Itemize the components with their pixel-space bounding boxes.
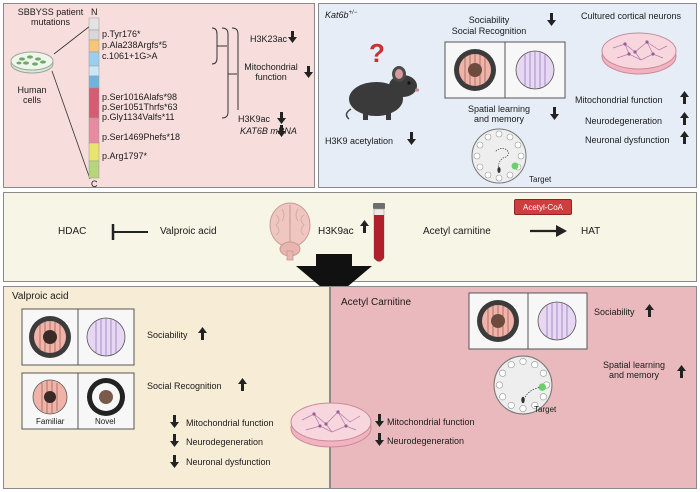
effect-label: Neurodegeneration	[186, 437, 264, 447]
sociability-cage-icon	[468, 292, 588, 350]
sociability-label: Sociability	[147, 330, 188, 340]
panel-title: SBBYSS patient mutations	[8, 7, 93, 27]
h3k9ac-label: H3K9ac	[318, 226, 354, 237]
familiar-label: Familiar	[36, 417, 65, 426]
effect-label: Neuronal dysfunction	[186, 457, 271, 467]
human-cells-label: Human cells	[17, 85, 47, 105]
title-line2: mutations	[30, 17, 71, 27]
up-arrow-icon	[198, 327, 207, 340]
up-arrow-icon	[238, 378, 247, 391]
brain-icon	[269, 202, 311, 261]
question-mark-icon: ?	[369, 38, 385, 68]
down-arrow-icons	[277, 31, 313, 137]
social-recognition-label: Social Recognition	[451, 26, 527, 36]
neuron-dish-icon	[290, 402, 372, 448]
sociability-label: Sociability	[594, 307, 635, 317]
sociability-cage-icon	[21, 308, 135, 366]
sociability-label: Sociability	[468, 15, 510, 25]
novel-label: Novel	[95, 417, 116, 426]
mutation-label: c.1061+1G>A	[102, 51, 158, 61]
activation-arrow-icon	[530, 225, 567, 237]
up-arrow-icon	[645, 304, 654, 317]
neuron-dish-icon	[601, 32, 677, 75]
hdac-label: HDAC	[58, 226, 87, 237]
mutation-label: p.Tyr176*	[102, 29, 141, 39]
h3k23ac-label: H3K23ac	[250, 34, 288, 44]
mito-line2: function	[255, 72, 287, 82]
spatial-line2: and memory	[608, 370, 660, 380]
sociability-cage-icon	[444, 41, 566, 99]
hat-label: HAT	[581, 226, 601, 237]
acetyl-coa-badge: Acetyl-CoA	[514, 199, 572, 215]
neuron-effect-label: Neuronal dysfunction	[585, 135, 670, 145]
mutation-label: p.Ser1469Phefs*18	[102, 132, 181, 142]
neuron-effect-label: Neurodegeneration	[585, 116, 663, 126]
barnes-maze-icon	[493, 355, 553, 415]
neuron-effect-label: Mitochondrial function	[575, 95, 663, 105]
barnes-maze-icon	[471, 128, 527, 184]
effect-label: Mitochondrial function	[186, 418, 274, 428]
spatial-line1: Spatial learning	[467, 104, 531, 114]
grouping-brackets	[211, 27, 239, 119]
down-arrow-icon	[547, 13, 556, 26]
mito-line1: Mitochondrial	[244, 62, 298, 72]
up-arrow-icons	[680, 91, 689, 144]
mutation-label: p.Arg1797*	[102, 151, 148, 161]
kat6b-protein-bar	[88, 17, 100, 179]
mito-function-label: Mitochondrial function	[240, 62, 302, 82]
mutation-label: p.Gly1134Valfs*11	[102, 112, 175, 122]
title-line1: SBBYSS patient	[17, 7, 84, 17]
panel-title: Acetyl Carnitine	[341, 297, 412, 308]
kat6b-title-text: Kat6b	[325, 10, 349, 20]
spatial-learning-label: Spatial learning and memory	[449, 104, 549, 124]
down-arrow-icons	[170, 415, 179, 468]
spatial-line1: Spatial learning	[602, 360, 666, 370]
down-arrow-icon	[550, 107, 559, 120]
mutations-panel: SBBYSS patient mutations Human cells N C…	[3, 3, 315, 189]
mutation-label: p.Ala238Argfs*5	[102, 40, 168, 50]
kat6b-mouse-panel: Kat6b+/− ? H3K9 acetylation Sociability …	[318, 3, 697, 188]
mouse-icon	[345, 66, 419, 120]
connector-lines	[51, 25, 91, 180]
social-recognition-label: Social Recognition	[147, 381, 222, 391]
terminal-c: C	[91, 179, 98, 189]
up-arrow-icon	[360, 220, 369, 233]
kat6b-title-sup: +/−	[348, 10, 358, 16]
effect-label: Neurodegeneration	[387, 436, 465, 446]
target-label: Target	[529, 175, 552, 184]
effect-label: Mitochondrial function	[387, 417, 475, 427]
acetyl-carnitine-panel: Acetyl Carnitine Sociability Target	[330, 286, 697, 489]
acetyl-carnitine-label: Acetyl carnitine	[423, 226, 491, 237]
spatial-learning-label: Spatial learning and memory	[593, 360, 675, 380]
mrna-text: KAT6B mRNA	[240, 126, 297, 136]
panel-title: Valproic acid	[12, 291, 69, 302]
mutation-label: p.Ser1016Alafs*98	[102, 92, 178, 102]
kat6b-mrna-label: KAT6B mRNA	[240, 126, 297, 136]
social-recognition-cage-icon	[21, 372, 135, 430]
down-arrow-icon	[407, 132, 416, 145]
down-arrow-icons	[375, 414, 384, 446]
mutation-label: p.Ser1051Thrfs*63	[102, 102, 178, 112]
h3k9ac-label: H3K9ac	[238, 114, 271, 124]
target-label: Target	[534, 405, 557, 414]
inhibition-icon	[111, 224, 148, 240]
up-arrow-icon	[677, 365, 686, 378]
valproic-acid-panel: Valproic acid Sociability Familiar N	[3, 286, 330, 489]
blood-tube-icon	[373, 203, 385, 262]
h3k9-acetylation-label: H3K9 acetylation	[325, 136, 394, 146]
big-down-arrow-icon	[296, 254, 372, 298]
valproic-acid-label: Valproic acid	[160, 226, 217, 237]
cultured-neurons-label: Cultured cortical neurons	[581, 11, 682, 21]
kat6b-title: Kat6b+/−	[325, 8, 357, 20]
spatial-line2: and memory	[473, 114, 525, 124]
human-cells-dish-icon	[10, 51, 54, 74]
terminal-n: N	[91, 7, 98, 17]
